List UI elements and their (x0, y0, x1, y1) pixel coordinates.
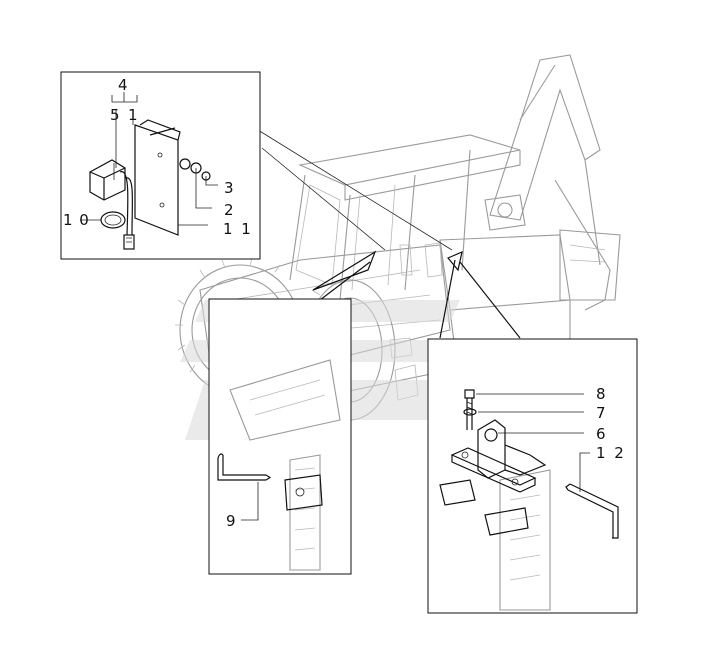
callout-3: 3 (224, 179, 234, 197)
callout-11: 1 1 (223, 220, 253, 238)
inset-pin-left (208, 298, 352, 575)
inset-bracket-right (427, 338, 638, 614)
callout-1-top: 1 (128, 106, 138, 124)
callout-6: 6 (596, 425, 606, 443)
callout-4: 4 (118, 76, 128, 94)
pointer-arrows (257, 129, 521, 339)
inset-light-assembly (60, 71, 261, 260)
callout-10: 1 0 (63, 211, 90, 229)
callout-9: 9 (226, 512, 236, 530)
callout-2: 2 (224, 201, 234, 219)
callout-12: 1 2 (596, 444, 626, 462)
callout-7: 7 (596, 404, 606, 422)
callout-5: 5 (110, 106, 120, 124)
callout-labels: 4 5 1 3 2 1 1 1 0 8 7 6 1 2 9 (63, 76, 626, 530)
callout-8: 8 (596, 385, 606, 403)
